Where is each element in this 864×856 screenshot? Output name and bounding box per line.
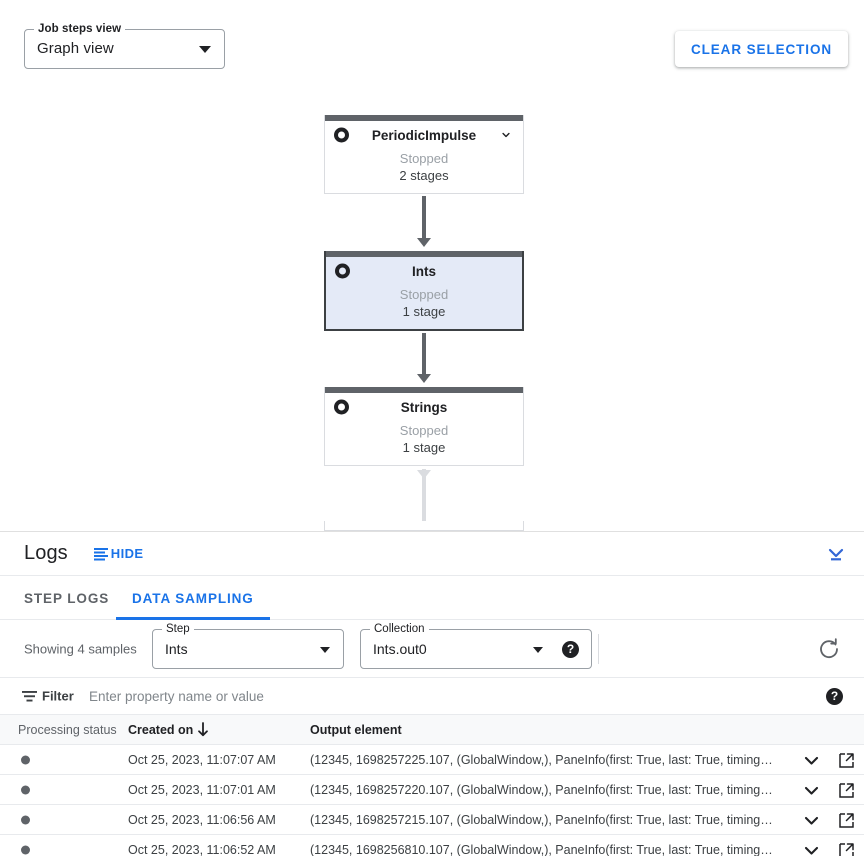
cell-output-element: (12345, 1698257225.107, (GlobalWindow,),…: [310, 752, 773, 767]
clear-selection-button[interactable]: CLEAR SELECTION: [674, 31, 848, 67]
table-row[interactable]: Oct 25, 2023, 11:06:56 AM (12345, 169825…: [0, 805, 864, 835]
tab-data-sampling[interactable]: DATA SAMPLING: [116, 576, 270, 620]
status-dot-icon: [21, 755, 30, 764]
node-header: PeriodicImpulse: [325, 121, 523, 149]
cell-created-on: Oct 25, 2023, 11:06:56 AM: [128, 812, 276, 827]
chevron-down-icon: [533, 647, 543, 653]
status-dot-icon: [21, 785, 30, 794]
cell-created-on: Oct 25, 2023, 11:07:07 AM: [128, 752, 276, 767]
node-stages: 1 stage: [402, 304, 446, 319]
chevron-down-icon[interactable]: [804, 814, 819, 826]
open-in-new-icon[interactable]: [839, 753, 854, 768]
tab-step-logs[interactable]: STEP LOGS: [24, 590, 110, 606]
stop-circle-icon: [334, 127, 349, 143]
node-stages: 1 stage: [402, 440, 446, 455]
column-header-output-element[interactable]: Output element: [310, 722, 402, 737]
chevron-down-icon[interactable]: [804, 844, 819, 856]
samples-table: Processing status Created on Output elem…: [0, 715, 864, 856]
cell-output-element: (12345, 1698257220.107, (GlobalWindow,),…: [310, 782, 773, 797]
cell-created-on: Oct 25, 2023, 11:07:01 AM: [128, 782, 276, 797]
graph-node-strings[interactable]: Strings Stopped 1 stage: [324, 387, 524, 466]
open-in-new-icon[interactable]: [839, 843, 854, 856]
sampling-controls: Showing 4 samples Step Ints Collection I…: [0, 620, 864, 678]
hide-logs-label: HIDE: [110, 546, 144, 561]
status-dot-icon: [21, 845, 30, 854]
step-select-label: Step: [162, 622, 194, 636]
logs-title: Logs: [24, 542, 68, 564]
filter-input[interactable]: [87, 678, 787, 715]
chevron-down-icon[interactable]: [804, 784, 819, 796]
node-top-bar: [325, 387, 523, 393]
column-header-processing-status[interactable]: Processing status: [18, 722, 117, 737]
collection-select-label: Collection: [370, 622, 429, 636]
table-row[interactable]: Oct 25, 2023, 11:07:01 AM (12345, 169825…: [0, 775, 864, 805]
open-in-new-icon[interactable]: [839, 813, 854, 828]
job-graph-pane: Job steps view Graph view CLEAR SELECTIO…: [24, 22, 848, 531]
node-title: Ints: [411, 263, 436, 279]
filter-help-icon[interactable]: ?: [826, 688, 843, 705]
step-select[interactable]: Step Ints: [152, 622, 344, 669]
node-top-bar: [326, 251, 522, 257]
arrow-down-icon[interactable]: [196, 722, 210, 738]
node-header: Ints: [326, 257, 522, 285]
toolbar-divider: [598, 634, 599, 664]
stop-circle-icon: [335, 263, 350, 279]
collapse-panel-icon[interactable]: [826, 545, 846, 565]
filter-label: Filter: [42, 688, 74, 704]
list-lines-icon: [93, 547, 110, 561]
filter-icon: [22, 690, 37, 703]
cell-output-element: (12345, 1698256810.107, (GlobalWindow,),…: [310, 842, 773, 856]
collection-help-icon[interactable]: ?: [562, 641, 579, 658]
job-steps-view-label: Job steps view: [34, 22, 126, 36]
table-header-row: Processing status Created on Output elem…: [0, 715, 864, 745]
chevron-down-icon: [199, 46, 211, 53]
column-header-created-on[interactable]: Created on: [128, 722, 194, 737]
job-steps-view-value: Graph view: [37, 40, 114, 57]
node-status: Stopped: [399, 151, 449, 166]
showing-samples-label: Showing 4 samples: [24, 641, 137, 656]
node-header: Strings: [325, 393, 523, 421]
cell-output-element: (12345, 1698257215.107, (GlobalWindow,),…: [310, 812, 773, 827]
graph-node-ints[interactable]: Ints Stopped 1 stage: [324, 251, 524, 331]
step-select-value: Ints: [165, 641, 188, 657]
node-top-bar: [325, 115, 523, 121]
cell-created-on: Oct 25, 2023, 11:06:52 AM: [128, 842, 276, 856]
collection-select[interactable]: Collection Ints.out0 ?: [360, 622, 592, 669]
refresh-icon[interactable]: [818, 638, 840, 660]
graph-edge-arrow-2: [417, 374, 431, 383]
collection-select-value: Ints.out0: [373, 641, 427, 657]
logs-panel: Logs HIDE STEP: [0, 531, 864, 856]
graph-edge-2: [422, 333, 426, 375]
graph-node-partial[interactable]: [324, 521, 524, 531]
logs-tabs: STEP LOGS DATA SAMPLING: [0, 576, 864, 620]
chevron-down-icon[interactable]: [804, 754, 819, 766]
table-row[interactable]: Oct 25, 2023, 11:06:52 AM (12345, 169825…: [0, 835, 864, 856]
node-title: PeriodicImpulse: [371, 127, 477, 143]
graph-edge-3: [422, 469, 426, 521]
graph-edge-arrow-3: [417, 470, 431, 479]
status-dot-icon: [21, 815, 30, 824]
node-stages: 2 stages: [399, 168, 449, 183]
logs-header: Logs HIDE: [0, 532, 864, 576]
node-status: Stopped: [399, 423, 449, 438]
node-title: Strings: [400, 399, 448, 415]
job-steps-view-select[interactable]: Job steps view Graph view: [24, 22, 225, 69]
chevron-down-icon[interactable]: [499, 128, 513, 142]
chevron-down-icon: [320, 647, 330, 653]
open-in-new-icon[interactable]: [839, 783, 854, 798]
graph-node-periodicimpulse[interactable]: PeriodicImpulse Stopped 2 stages: [324, 115, 524, 194]
graph-edge-arrow-1: [417, 238, 431, 247]
node-status: Stopped: [399, 287, 449, 302]
stop-circle-icon: [334, 399, 349, 415]
graph-edge-1: [422, 196, 426, 238]
table-row[interactable]: Oct 25, 2023, 11:07:07 AM (12345, 169825…: [0, 745, 864, 775]
hide-logs-button[interactable]: HIDE: [93, 546, 144, 561]
filter-bar: Filter ?: [0, 678, 864, 715]
